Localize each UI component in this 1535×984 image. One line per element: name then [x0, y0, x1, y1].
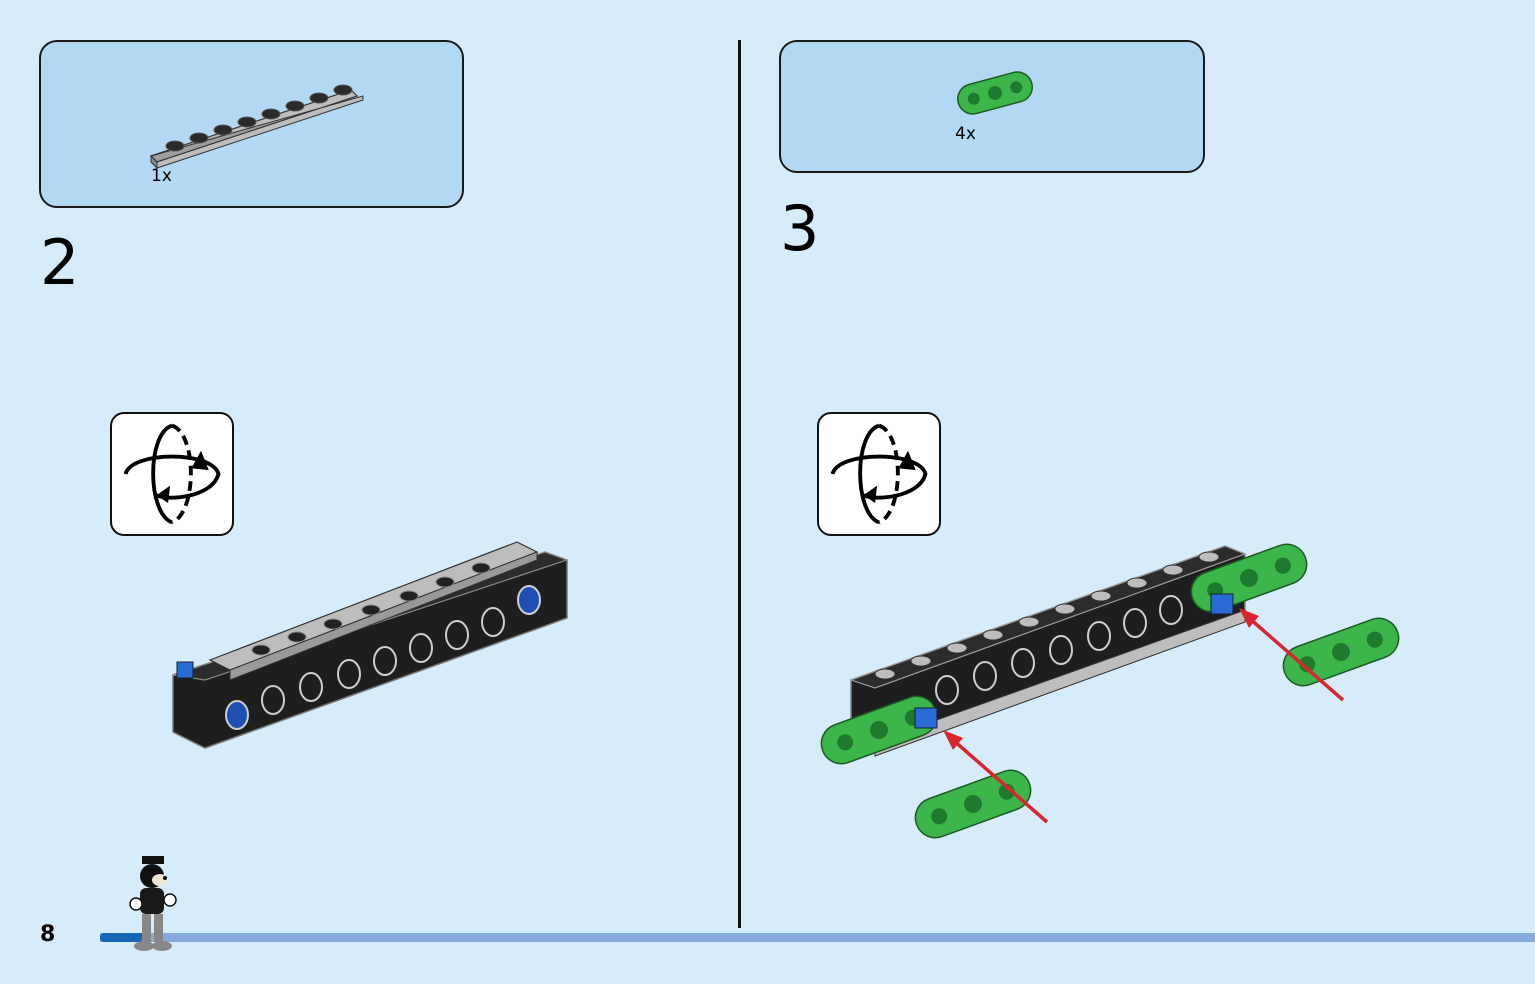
parts-callout-step-3: 4x: [779, 40, 1205, 173]
mascot-figure: [129, 856, 177, 951]
part-quantity: 4x: [955, 124, 976, 144]
part-quantity: 1x: [151, 166, 172, 186]
page-number: 8: [40, 922, 56, 947]
step-number: 2: [40, 226, 80, 299]
rotate-model-icon: [110, 412, 234, 536]
step-3-assembly: [820, 543, 1400, 839]
progress-fill: [100, 933, 151, 942]
step-2-assembly: [172, 541, 569, 749]
step-number: 3: [780, 192, 820, 265]
page-divider: [738, 40, 741, 928]
gray-plate-1x8-part: [149, 84, 364, 170]
green-beam-3-part: [957, 71, 1033, 115]
progress-track: [100, 933, 1535, 942]
rotate-model-icon: [817, 412, 941, 536]
parts-callout-step-2: 1x: [39, 40, 464, 208]
